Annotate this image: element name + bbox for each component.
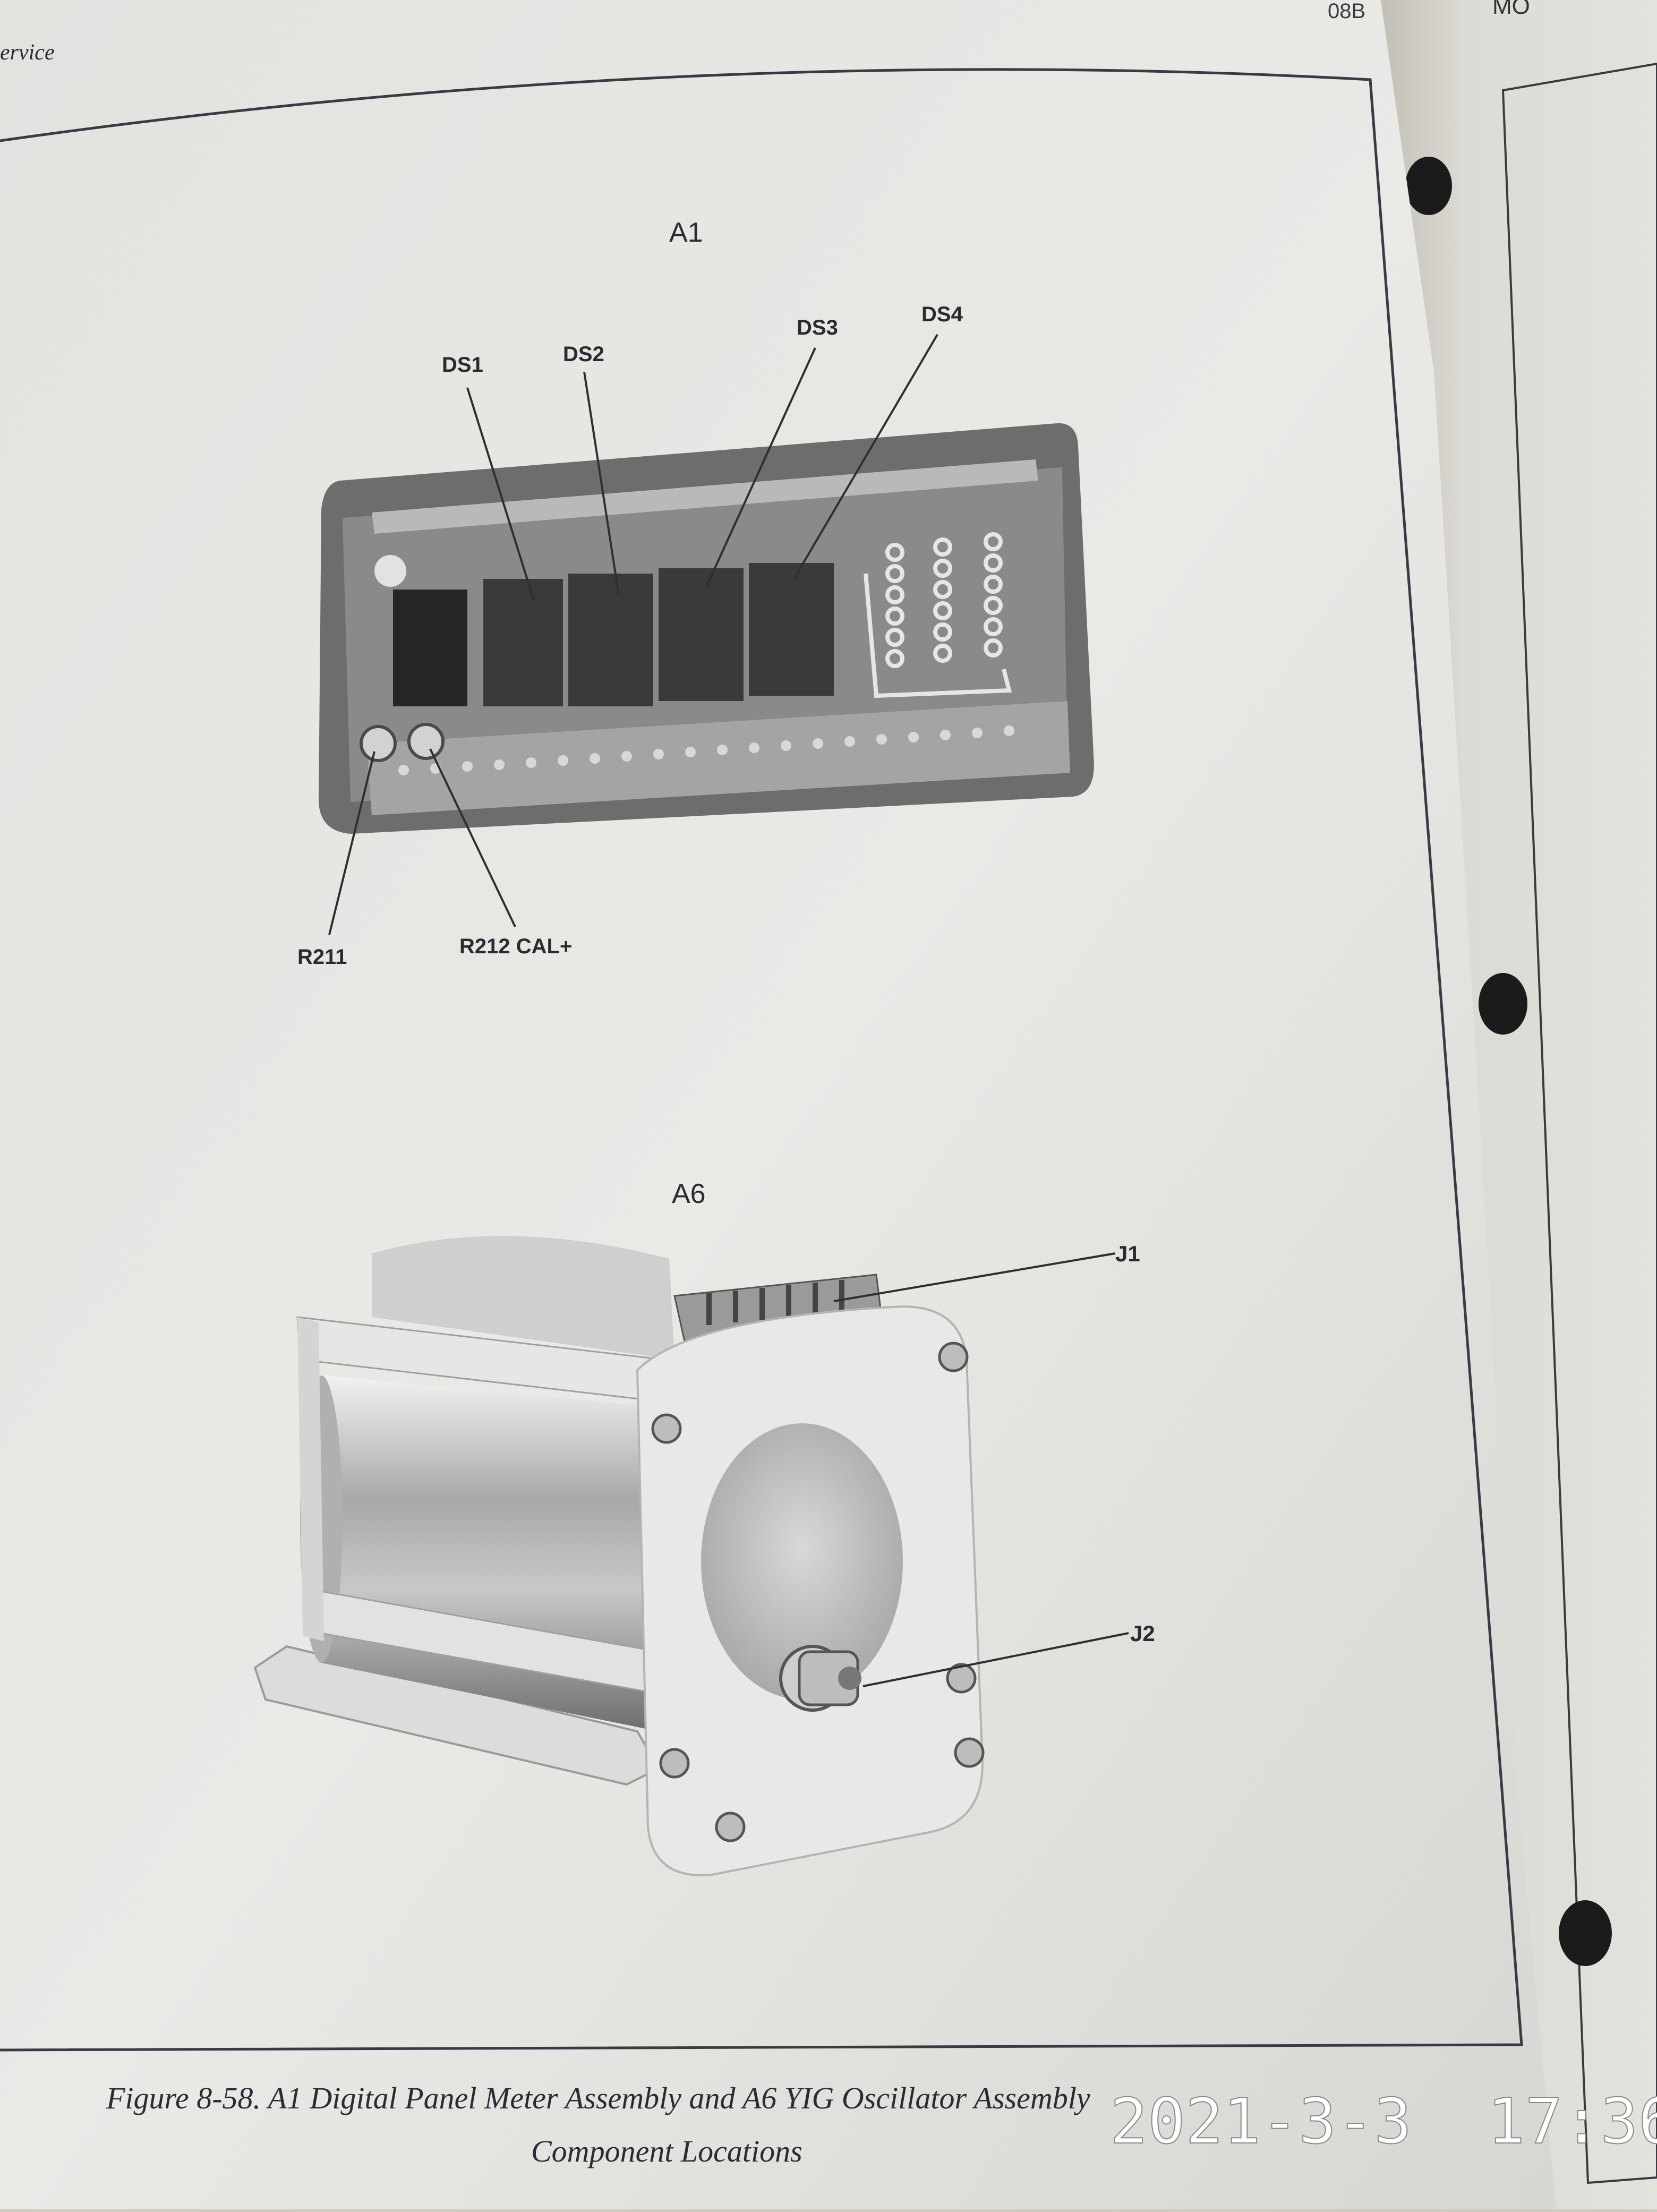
panel-meter-board-photo	[319, 423, 1094, 834]
page-header-right: 08B	[1328, 0, 1365, 23]
label-ds1: DS1	[442, 353, 483, 377]
a6-title: A6	[672, 1178, 706, 1209]
callout-line-r211	[328, 751, 375, 935]
figure-border	[0, 68, 1523, 2052]
figure-caption-line1: Figure 8-58. A1 Digital Panel Meter Asse…	[106, 2081, 1090, 2115]
figure-caption-line2: Component Locations	[531, 2134, 802, 2168]
adjacent-page: MO	[1381, 0, 1657, 2209]
label-ds3: DS3	[797, 316, 838, 339]
label-j2: J2	[1130, 1621, 1155, 1646]
callout-line-j1	[833, 1252, 1116, 1302]
main-page	[0, 0, 1556, 2209]
label-j1: J1	[1115, 1241, 1140, 1266]
binder-hole	[1559, 1900, 1612, 1966]
figure-a6: A6	[253, 1178, 1155, 1876]
a1-title: A1	[669, 217, 703, 248]
callout-line-ds3	[705, 347, 816, 587]
label-ds4: DS4	[921, 303, 963, 326]
label-r211: R211	[297, 945, 347, 969]
callout-line-ds1	[466, 387, 535, 601]
callout-line-ds2	[583, 371, 620, 595]
yig-oscillator-photo	[253, 1236, 985, 1876]
camera-timestamp: 2021-3-3 17:36	[1110, 2085, 1657, 2158]
figure-a1: A1	[297, 217, 1094, 969]
label-r212: R212 CAL+	[459, 935, 572, 958]
callout-line-ds4	[793, 334, 938, 580]
binder-hole	[1405, 157, 1452, 215]
callout-line-r212	[429, 748, 516, 927]
next-page-fragment: MO	[1492, 0, 1530, 19]
callout-line-j2	[862, 1632, 1129, 1687]
binder-hole	[1479, 973, 1527, 1035]
page-header-left: ervice	[0, 40, 55, 65]
label-ds2: DS2	[563, 343, 604, 366]
